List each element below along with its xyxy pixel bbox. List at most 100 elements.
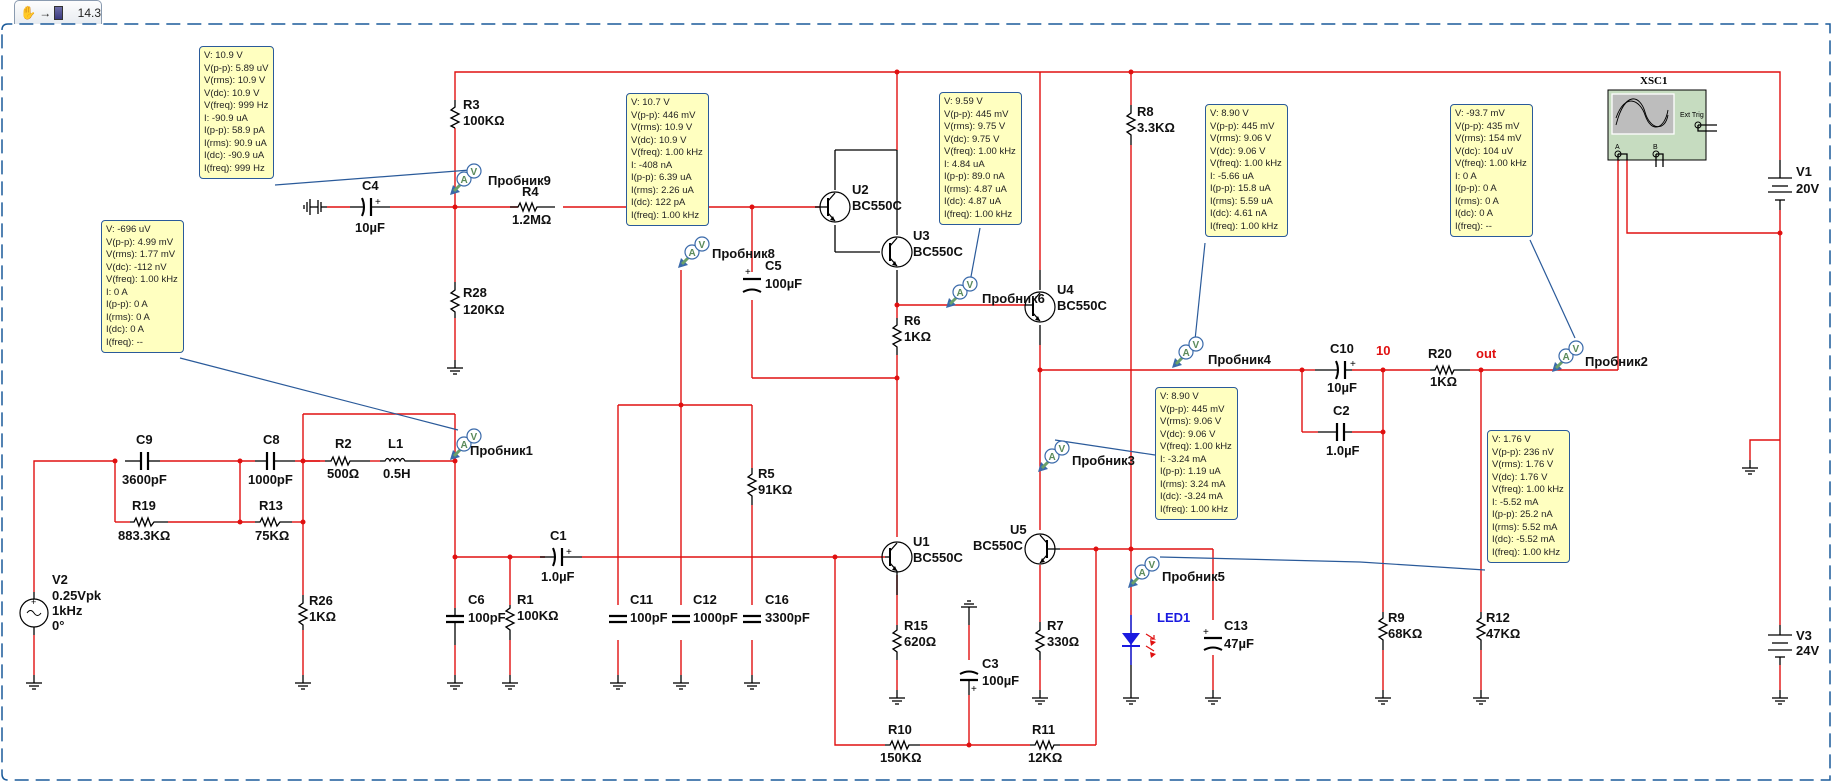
- battery-V1[interactable]: V1 20V: [1768, 160, 1819, 210]
- value-C6: 100pF: [468, 610, 506, 625]
- readout-line: V(dc): 10.9 V: [631, 134, 687, 146]
- resistor-R5[interactable]: R5 91KΩ: [746, 466, 792, 505]
- readout-line: I(freq): 1.00 kHz: [1210, 220, 1279, 232]
- readout-line: V: 1.76 V: [1492, 434, 1531, 445]
- value-R4: 1.2MΩ: [512, 212, 551, 227]
- readout-line: I(p-p): 58.9 pA: [204, 125, 265, 136]
- capacitor-C1[interactable]: + C1 1.0µF: [540, 528, 582, 584]
- capacitor-C4[interactable]: + C4 10µF: [317, 178, 390, 235]
- value-R15: 620Ω: [904, 634, 936, 649]
- resistor-R2[interactable]: R2 500Ω: [325, 436, 370, 481]
- label-R8: R8: [1137, 104, 1154, 119]
- capacitor-C5[interactable]: + C5 100µF: [742, 258, 802, 293]
- resistor-R3[interactable]: R3 100KΩ: [449, 97, 505, 129]
- label-R15: R15: [904, 618, 928, 633]
- capacitor-C6[interactable]: C6 100pF: [446, 592, 506, 645]
- transistor-U5[interactable]: U5 BC550C: [973, 522, 1060, 565]
- value-R8: 3.3KΩ: [1137, 120, 1175, 135]
- ground-icon: [888, 689, 906, 705]
- transistor-U1[interactable]: U1 BC550C: [881, 534, 963, 595]
- probe-6[interactable]: Пробник6: [944, 275, 1045, 310]
- capacitor-C16[interactable]: C16 3300pF: [743, 592, 810, 625]
- resistor-R6[interactable]: R6 1KΩ: [891, 313, 931, 355]
- channel-b-label: B: [1653, 144, 1658, 151]
- capacitor-C11[interactable]: C11 100pF: [609, 592, 668, 625]
- led-LED1[interactable]: LED1: [1122, 610, 1190, 665]
- resistor-R12[interactable]: R12 47KΩ: [1475, 610, 1520, 650]
- probe-2[interactable]: Пробник2: [1550, 339, 1648, 374]
- resistor-R1[interactable]: R1 100KΩ: [504, 592, 559, 640]
- readout-line: V(p-p): 445 mV: [1210, 120, 1275, 132]
- label-R11: R11: [1032, 722, 1055, 737]
- resistor-R9[interactable]: R9 68KΩ: [1377, 610, 1422, 650]
- label-C13: C13: [1224, 618, 1248, 633]
- readout-line: I(rms): 0 A: [106, 311, 150, 323]
- readout-line: V: -93.7 mV: [1455, 108, 1505, 119]
- value-U5: BC550C: [973, 538, 1023, 553]
- resistor-R4[interactable]: R4 1.2MΩ: [510, 184, 555, 227]
- resistor-R15[interactable]: R15 620Ω: [891, 618, 936, 660]
- sheet-tab[interactable]: ✋ → 14.3: [14, 0, 102, 24]
- label-C16: C16: [765, 592, 789, 607]
- resistor-R28[interactable]: R28 120KΩ: [449, 282, 505, 318]
- probe-8[interactable]: Пробник8: [676, 235, 775, 270]
- ground-icon: [294, 674, 312, 690]
- probe-5[interactable]: Пробник5: [1126, 555, 1225, 590]
- junctions: [112, 69, 1783, 748]
- net-label-10: 10: [1376, 343, 1390, 358]
- probe-1[interactable]: Пробник1: [448, 427, 533, 462]
- readout-line: I: 4.84 uA: [944, 158, 985, 170]
- inductor-L1[interactable]: L1 0.5H: [380, 436, 420, 481]
- transistor-U2[interactable]: U2 BC550C: [815, 182, 902, 223]
- resistor-R7[interactable]: R7 330Ω: [1034, 618, 1079, 660]
- arrow-icon: →: [39, 5, 52, 20]
- value-C3: 100µF: [982, 673, 1019, 688]
- value-R5: 91KΩ: [758, 482, 792, 497]
- resistor-R26[interactable]: R26 1KΩ: [297, 593, 336, 630]
- readout-line: I(rms): 2.26 uA: [631, 184, 694, 196]
- resistor-R8[interactable]: R8 3.3KΩ: [1125, 104, 1175, 145]
- capacitor-C9[interactable]: C9 3600pF: [122, 432, 167, 487]
- resistor-R19[interactable]: R19 883.3KΩ: [118, 498, 170, 543]
- ground-icon: [1122, 689, 1140, 705]
- readout-line: V(freq): 1.00 kHz: [1210, 158, 1282, 169]
- probe-3[interactable]: Пробник3: [1036, 439, 1135, 474]
- label-R12: R12: [1486, 610, 1510, 625]
- battery-V3[interactable]: V3 24V: [1768, 625, 1819, 665]
- capacitor-C3[interactable]: + C3 100µF: [959, 615, 1019, 695]
- readout-line: V(rms): 10.9 V: [631, 122, 693, 133]
- value-R6: 1KΩ: [904, 329, 931, 344]
- label-C10: C10: [1330, 341, 1354, 356]
- oscilloscope-XSC1[interactable]: XSC1 Ext Trig A B: [1607, 75, 1717, 167]
- resistor-R20[interactable]: R20 1KΩ: [1428, 346, 1470, 389]
- value-R1: 100KΩ: [517, 608, 559, 623]
- label-C12: C12: [693, 592, 717, 607]
- label-C5: C5: [765, 258, 782, 273]
- readout-line: I(dc): -5.52 mA: [1492, 534, 1555, 545]
- resistor-R10[interactable]: R10 150KΩ: [880, 722, 922, 765]
- capacitor-C8[interactable]: C8 1000pF: [248, 432, 295, 487]
- capacitor-C2[interactable]: C2 1.0µF: [1318, 403, 1360, 458]
- readout-line: I: 0 A: [1455, 170, 1477, 182]
- source-V2[interactable]: + V2 0.25Vpk 1kHz 0°: [19, 572, 102, 635]
- capacitor-C13[interactable]: + C13 47µF: [1203, 618, 1254, 651]
- label-V1: V1: [1796, 164, 1812, 179]
- probe-4[interactable]: Пробник4: [1170, 335, 1272, 370]
- ground-icon: [672, 674, 690, 690]
- readout-line: I(p-p): 89.0 nA: [944, 171, 1005, 182]
- readout-line: I(freq): 1.00 kHz: [1160, 503, 1229, 515]
- net-label-out: out: [1476, 346, 1497, 361]
- ground-icon: [25, 674, 43, 690]
- resistor-R11[interactable]: R11 12KΩ: [1028, 722, 1062, 765]
- readout-line: V: 10.7 V: [631, 97, 670, 108]
- resistor-R13[interactable]: R13 75KΩ: [255, 498, 292, 543]
- transistor-U3[interactable]: U3 BC550C: [881, 228, 963, 268]
- probe-9[interactable]: Пробник9: [448, 162, 551, 197]
- capacitor-C10[interactable]: + C10 10µF: [1315, 341, 1357, 395]
- readout-line: V(rms): 10.9 V: [204, 75, 266, 86]
- transistor-U4[interactable]: U4 BC550C: [1024, 282, 1107, 323]
- capacitor-C12[interactable]: C12 1000pF: [672, 592, 738, 625]
